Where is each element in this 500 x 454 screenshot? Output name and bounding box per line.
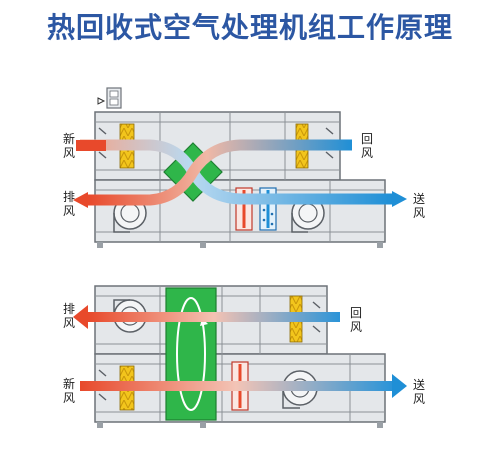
upper-fresh-air-label: 新风 (62, 132, 75, 160)
upper-exhaust-air-label: 排风 (62, 190, 75, 218)
lower-unit (73, 285, 407, 428)
diagram-title: 热回收式空气处理机组工作原理 (46, 11, 453, 44)
upper-supply-air-label: 送风 (412, 192, 425, 220)
upper-unit (73, 87, 407, 248)
lower-fresh-air-label: 新风 (62, 377, 75, 405)
indicator-triangle-icon (97, 97, 106, 105)
lower-return-air-label: 回风 (349, 306, 362, 334)
lower-exhaust-arrow-icon (73, 305, 88, 329)
lower-supply-air-label: 送风 (412, 378, 425, 406)
upper-supply-arrow-icon (392, 191, 407, 207)
lower-supply-air-flow (80, 381, 392, 391)
upper-return-air-flow (88, 139, 352, 206)
lower-supply-arrow-icon (392, 374, 407, 398)
lower-heat-wheel (165, 287, 217, 421)
lower-exhaust-air-label: 排风 (62, 302, 75, 330)
upper-exhaust-arrow-icon (73, 192, 88, 208)
lower-exhaust-air-flow (88, 312, 340, 322)
upper-return-air-label: 回风 (360, 132, 373, 160)
